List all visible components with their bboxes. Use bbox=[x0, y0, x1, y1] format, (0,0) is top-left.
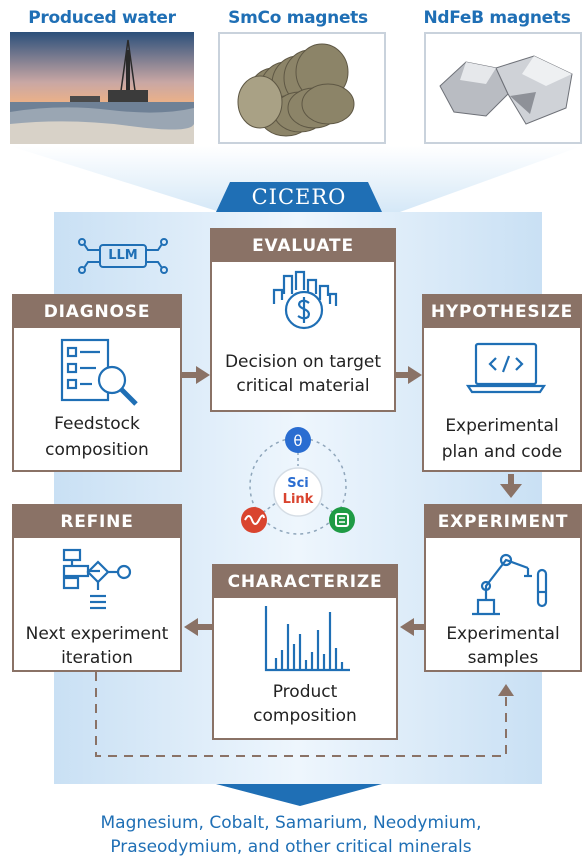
refine-line1: Next experiment bbox=[25, 624, 169, 644]
evaluate-card: EVALUATE Decision on target critical mat… bbox=[210, 228, 396, 412]
evaluate-title: EVALUATE bbox=[212, 230, 394, 262]
experiment-title: EXPERIMENT bbox=[426, 506, 580, 538]
characterize-line2: composition bbox=[253, 706, 357, 726]
llm-chip: LLM bbox=[76, 236, 172, 276]
refine-card: REFINE Next experiment iteration bbox=[12, 504, 182, 672]
produced-water-label: Produced water bbox=[28, 8, 176, 28]
scilink-sci: Sci bbox=[287, 476, 309, 491]
refine-line2: iteration bbox=[61, 648, 133, 668]
hypothesize-line2: plan and code bbox=[441, 442, 563, 462]
llm-label: LLM bbox=[108, 248, 138, 263]
smco-magnets-photo bbox=[218, 32, 386, 144]
experiment-line1: Experimental bbox=[446, 624, 560, 644]
cicero-title: CICERO bbox=[251, 185, 347, 209]
diagnose-line1: Feedstock bbox=[54, 414, 140, 434]
llm-chip-icon bbox=[78, 238, 168, 274]
laptop-code-icon bbox=[466, 342, 546, 394]
hypothesize-title: HYPOTHESIZE bbox=[424, 296, 580, 328]
output-line1: Magnesium, Cobalt, Samarium, Neodymium, bbox=[100, 813, 482, 833]
hypothesize-line1: Experimental bbox=[445, 416, 559, 436]
characterize-card: CHARACTERIZE Product composition bbox=[212, 564, 398, 740]
diagnose-line2: composition bbox=[45, 440, 149, 460]
ndfeb-magnets-label: NdFeB magnets bbox=[423, 8, 571, 28]
document-search-icon bbox=[60, 338, 138, 406]
output-line2: Praseodymium, and other critical mineral… bbox=[110, 837, 472, 857]
diagnose-card: DIAGNOSE Feedstock composition bbox=[12, 294, 182, 472]
smco-magnets-label: SmCo magnets bbox=[228, 8, 368, 28]
scilink-link: Link bbox=[282, 492, 314, 507]
experiment-card: EXPERIMENT Experimental samples bbox=[424, 504, 582, 672]
theta-symbol: θ bbox=[293, 432, 303, 450]
evaluate-line1: Decision on target bbox=[224, 352, 382, 372]
document-node-icon bbox=[329, 507, 355, 533]
produced-water-photo bbox=[10, 32, 194, 144]
experiment-line2: samples bbox=[467, 648, 539, 668]
spectrum-icon bbox=[264, 606, 350, 672]
hypothesize-card: HYPOTHESIZE Experimental plan and code bbox=[422, 294, 582, 472]
evaluate-line2: critical material bbox=[236, 376, 370, 396]
characterize-title: CHARACTERIZE bbox=[214, 566, 396, 598]
flowchart-icon bbox=[62, 548, 132, 610]
theta-node-icon bbox=[285, 427, 311, 453]
refine-title: REFINE bbox=[14, 506, 180, 538]
dollar-city-icon bbox=[272, 270, 338, 330]
wave-node-icon bbox=[241, 507, 267, 533]
characterize-line1: Product bbox=[272, 682, 338, 702]
cicero-banner: CICERO bbox=[216, 182, 382, 212]
ndfeb-magnets-photo bbox=[424, 32, 582, 144]
robot-arm-icon bbox=[472, 553, 548, 616]
diagnose-title: DIAGNOSE bbox=[14, 296, 180, 328]
scilink-cluster bbox=[241, 427, 355, 535]
